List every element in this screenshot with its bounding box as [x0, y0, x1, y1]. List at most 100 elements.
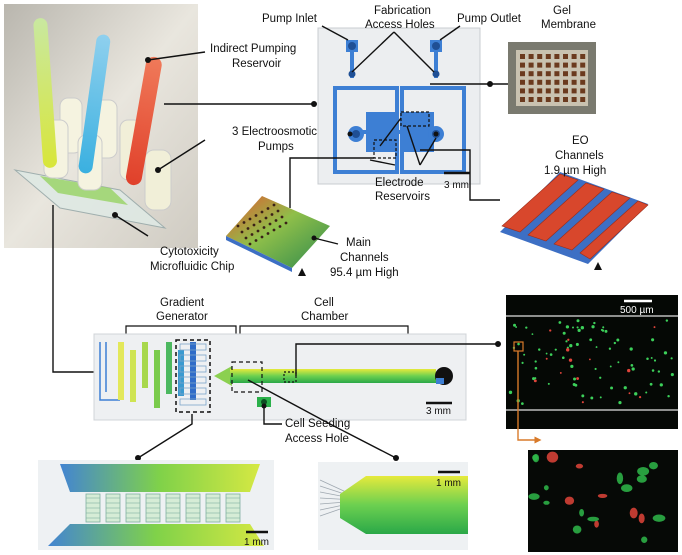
label-electrode-l2: Reservoirs	[375, 191, 430, 203]
live-cell-dot	[595, 346, 598, 348]
live-cell-dot	[610, 386, 614, 390]
scale-chamber-zoom: 1 mm	[436, 478, 461, 489]
channel-hole	[272, 203, 276, 207]
gel-hole	[528, 97, 534, 102]
channel-hole	[254, 214, 258, 217]
channel-hole	[272, 228, 276, 232]
gel-hole	[571, 88, 577, 94]
live-cell-dot	[517, 342, 520, 346]
gradient-bar	[166, 342, 172, 394]
live-cell-dot	[594, 367, 597, 371]
live-cell-dot	[570, 364, 574, 369]
label-eo-channels-l3: 1.9 µm High	[544, 165, 606, 177]
gel-hole	[580, 97, 586, 102]
gel-hole	[545, 62, 551, 68]
live-cell-dot	[532, 377, 535, 381]
channel-hole	[250, 233, 254, 236]
gel-hole	[571, 79, 577, 85]
live-cell-dot	[508, 390, 513, 395]
live-cell-dot	[613, 341, 617, 345]
section-brackets	[125, 325, 409, 334]
dead-cell-dot	[567, 338, 570, 341]
live-cell-dot	[599, 376, 602, 379]
channel-hole	[260, 210, 264, 214]
gel-hole	[537, 54, 543, 59]
dead-cell-dot	[549, 329, 552, 332]
live-cell	[543, 485, 549, 491]
live-cell-dot	[591, 325, 595, 329]
channel-hole	[248, 242, 252, 246]
live-cell-dot	[521, 402, 524, 405]
live-cell	[637, 467, 650, 476]
photo-callouts	[52, 51, 206, 373]
label-seeding-l2: Access Hole	[285, 433, 349, 445]
live-cell-dot	[589, 338, 593, 342]
chip-callouts	[137, 343, 498, 459]
label-chip-l1: Cytotoxicity	[160, 246, 219, 258]
live-cell-dot	[565, 325, 570, 329]
gel-hole	[563, 54, 568, 59]
channel-hole	[268, 222, 272, 226]
channel-hole	[246, 227, 250, 230]
chamber-zoom-image: 1 mm	[318, 462, 468, 550]
live-cell-dot	[562, 331, 566, 335]
gradient-bar	[118, 342, 124, 400]
label-fabrication-l2: Access Holes	[365, 19, 435, 31]
live-cell-dot	[629, 347, 633, 351]
live-cell-dot	[616, 338, 620, 342]
dead-cell	[594, 520, 599, 528]
label-main-channels-l3: 95.4 µm High	[330, 267, 399, 279]
gel-hole	[545, 88, 551, 94]
label-eo-channels-l2: Channels	[555, 150, 604, 162]
dead-cell-dot	[581, 401, 584, 404]
live-cell	[621, 484, 633, 493]
channel-hole	[240, 230, 244, 234]
live-cell-dot	[653, 359, 657, 362]
gel-hole	[554, 79, 560, 85]
gel-hole	[580, 88, 586, 94]
gel-hole	[554, 88, 560, 94]
gel-hole	[528, 62, 534, 68]
label-gel-l1: Gel	[553, 5, 571, 17]
label-gel-l2: Membrane	[541, 19, 596, 31]
gradient-bar	[154, 350, 160, 408]
gel-hole	[528, 88, 534, 94]
live-cell-dot	[659, 383, 663, 387]
gradient-bar	[190, 342, 196, 400]
gel-hole	[545, 97, 551, 102]
live-cell-dot	[566, 346, 569, 349]
channel-hole	[236, 224, 240, 228]
label-main-channels-l1: Main	[346, 237, 371, 249]
live-cell-dot	[651, 369, 655, 372]
channel-hole	[262, 226, 266, 229]
layout-callouts	[164, 25, 520, 208]
live-cell	[648, 461, 658, 470]
live-cell-dot	[549, 353, 553, 356]
label-indirect-l2: Reservoir	[232, 58, 281, 70]
label-seeding-l1: Cell Seeding	[285, 418, 350, 430]
live-cell-dot	[631, 367, 635, 371]
layout-callout-dots	[311, 81, 493, 137]
live-cell-dot	[515, 326, 518, 328]
gel-hole	[537, 79, 543, 85]
label-eo-channels-l1: EO	[572, 135, 589, 147]
live-cell-dot	[572, 383, 576, 387]
label-chip-l2: Microfluidic Chip	[150, 261, 234, 273]
gradient-bar	[178, 350, 184, 396]
dead-cell-dot	[588, 358, 591, 361]
live-cell	[543, 500, 550, 505]
live-cell-dot	[545, 352, 548, 355]
live-cell-dot	[630, 364, 634, 367]
gel-hole	[545, 54, 551, 59]
live-cell	[616, 472, 624, 485]
eo-channels-render	[500, 172, 649, 270]
live-cell-dot	[634, 392, 638, 396]
live-cell-dot	[593, 321, 596, 325]
live-cell-dot	[604, 329, 608, 333]
triangle-up-icon	[298, 268, 306, 276]
dead-cell-dot	[566, 348, 570, 352]
gel-hole	[580, 79, 586, 85]
channel-hole	[266, 207, 270, 210]
live-cell-dot	[670, 357, 673, 360]
